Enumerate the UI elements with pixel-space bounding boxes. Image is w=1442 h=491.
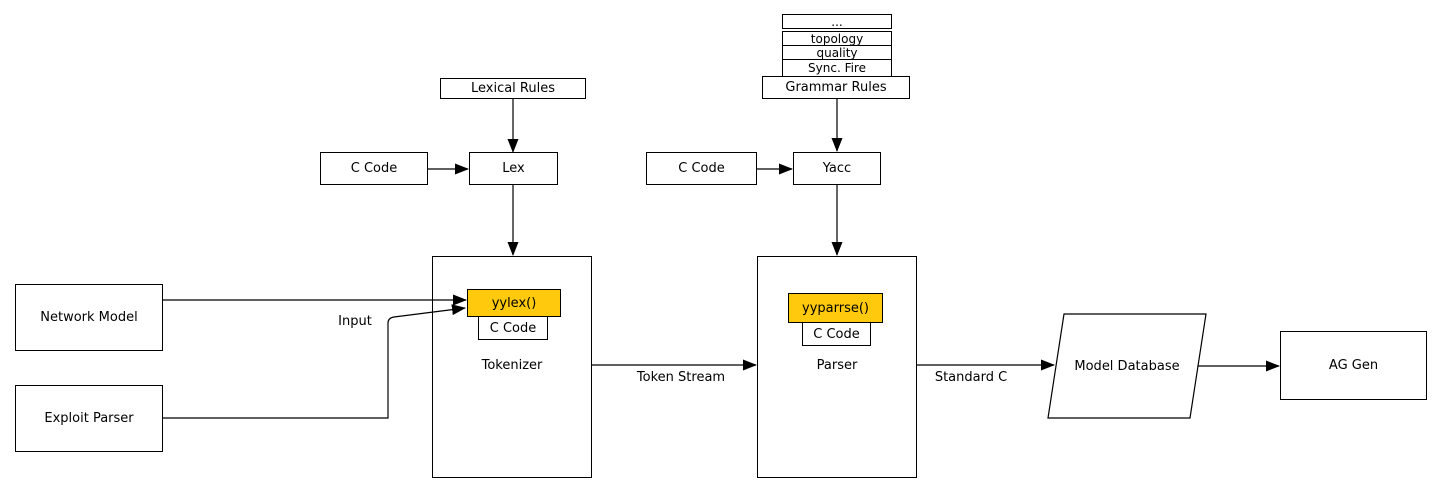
stack-item-label: ... bbox=[831, 14, 843, 29]
stack-item-label: quality bbox=[816, 45, 858, 60]
stack-item-quality: quality bbox=[782, 45, 892, 60]
lex-label: Lex bbox=[502, 161, 525, 176]
tokenizer-c-code-box: C Code bbox=[478, 316, 548, 340]
lexical-rules-label: Lexical Rules bbox=[470, 81, 556, 96]
network-model-box: Network Model bbox=[15, 284, 163, 351]
parser-label: Parser bbox=[816, 358, 858, 373]
model-database-label-box: Model Database bbox=[1067, 356, 1187, 376]
yacc-label: Yacc bbox=[822, 161, 852, 176]
yyparrse-label: yyparrse() bbox=[802, 300, 869, 316]
stack-item-label: Sync. Fire bbox=[808, 61, 866, 75]
c-code-label: C Code bbox=[350, 161, 398, 176]
parser-box: Parser bbox=[757, 256, 917, 478]
c-code-yacc-input-box: C Code bbox=[646, 152, 757, 185]
grammar-rules-box: Grammar Rules bbox=[762, 76, 910, 99]
exploit-parser-box: Exploit Parser bbox=[15, 385, 163, 452]
yylex-box: yylex() bbox=[467, 289, 561, 317]
c-code-lex-input-box: C Code bbox=[320, 152, 428, 185]
lexical-rules-box: Lexical Rules bbox=[440, 78, 586, 99]
yacc-box: Yacc bbox=[793, 152, 881, 185]
stack-item-sync-fire: Sync. Fire bbox=[782, 59, 892, 77]
parser-c-code-box: C Code bbox=[802, 322, 871, 346]
input-edge-label: Input bbox=[338, 314, 372, 329]
token-stream-edge-label: Token Stream bbox=[636, 370, 726, 385]
stack-item-ellipsis: ... bbox=[782, 14, 892, 29]
model-database-label: Model Database bbox=[1074, 358, 1180, 374]
yyparrse-box: yyparrse() bbox=[788, 293, 883, 323]
c-code-label: C Code bbox=[813, 326, 860, 342]
yylex-label: yylex() bbox=[491, 295, 537, 311]
network-model-label: Network Model bbox=[40, 310, 138, 325]
standard-c-edge-label: Standard C bbox=[934, 370, 1008, 385]
stack-item-topology: topology bbox=[782, 31, 892, 46]
lex-box: Lex bbox=[469, 152, 558, 185]
exploit-parser-label: Exploit Parser bbox=[44, 411, 134, 426]
grammar-rules-label: Grammar Rules bbox=[785, 80, 887, 95]
c-code-label: C Code bbox=[678, 161, 725, 176]
c-code-label: C Code bbox=[489, 320, 537, 336]
ag-gen-label: AG Gen bbox=[1328, 358, 1379, 373]
stack-item-label: topology bbox=[810, 31, 864, 46]
tokenizer-label: Tokenizer bbox=[481, 358, 543, 373]
ag-gen-box: AG Gen bbox=[1280, 331, 1427, 400]
